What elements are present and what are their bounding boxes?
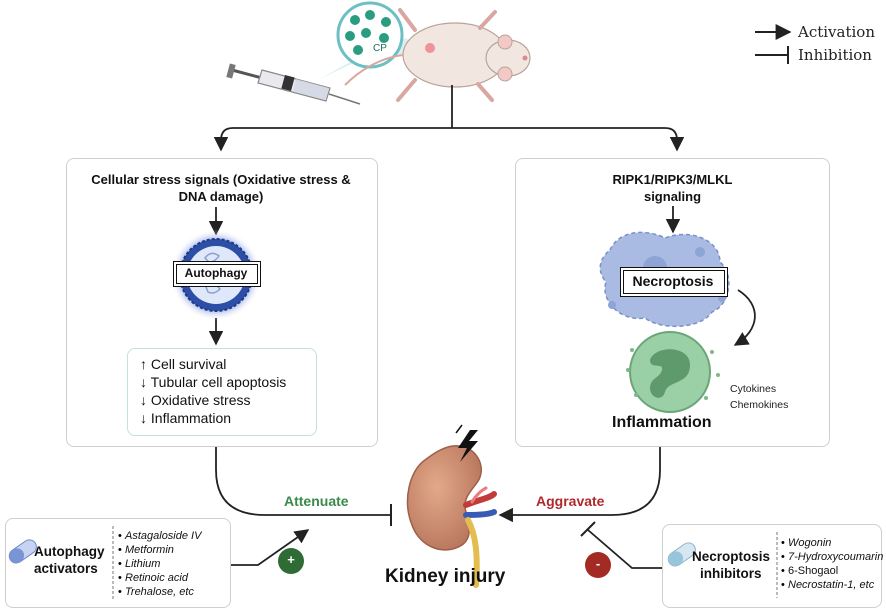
outcome-item: ↓ Tubular cell apoptosis [140,374,287,390]
cp-label: CP [373,43,387,54]
top-split-connector [213,85,685,152]
bullet: • [118,530,122,542]
legend-activation-label: Activation [798,23,875,41]
inhibitor-bar [580,521,596,537]
activator-item: Trehalose, etc [125,586,194,598]
minus-sign: - [595,556,601,571]
aggravate-activation-line [498,447,661,523]
inhibitor-item: 7-Hydroxycoumarin [788,551,884,563]
inhibitor-item: 6-Shogaol [788,565,839,577]
bullet: • [118,572,122,584]
right-panel-title-line1: RIPK1/RIPK3/MLKL [612,172,733,187]
bullet: • [781,551,785,563]
outcome-item: ↓ Inflammation [140,410,232,426]
necroptosis-label: Necroptosis [632,273,714,289]
left-panel-title-line2: DNA damage) [178,189,264,204]
inhibitor-item: Wogonin [788,537,832,549]
activator-item: Metformin [125,544,174,556]
activator-item: Retinoic acid [125,572,188,584]
inhibitor-line [587,529,662,569]
bullet: • [781,565,785,577]
activators-title-line1: Autophagy [34,544,105,559]
activators-box [5,518,231,608]
plus-sign: + [287,552,295,567]
legend-inhibition-line [755,46,789,64]
inflammation-label: Inflammation [612,414,712,431]
right-panel-title-line2: signaling [643,189,702,204]
activator-arrow [230,529,310,566]
attenuate-inhibition-line [215,447,390,516]
outcome-item: ↓ Oxidative stress [140,392,251,408]
zoom-cone [318,38,430,80]
left-panel-title-line1: Cellular stress signals (Oxidative stres… [91,172,351,187]
outcomes-box [127,348,317,436]
legend-inhibition-label: Inhibition [798,46,872,64]
lightning-icon [458,430,478,462]
syringe-icon [226,63,361,105]
bullet: • [781,537,785,549]
lightning-accent-icon [455,424,463,434]
activator-item: Astagaloside IV [125,530,202,542]
mediator-label: Cytokines [730,383,777,395]
outcome-item: ↑ Cell survival [140,356,227,372]
autophagy-label: Autophagy [184,266,248,280]
bullet: • [118,586,122,598]
bullet: • [781,579,785,591]
bullet: • [118,544,122,556]
necroptosis-label-box [623,270,725,294]
kidney-injury-label: Kidney injury [385,566,506,587]
mediator-label: Chemokines [730,399,789,411]
inhibitors-box [662,524,882,608]
inhibitor-item: Necrostatin-1, etc [788,579,875,591]
inhibitors-title-line2: inhibitors [700,566,762,581]
aggravate-label: Aggravate [536,493,605,509]
bullet: • [118,558,122,570]
attenuate-label: Attenuate [284,493,349,509]
activators-title-line2: activators [34,561,98,576]
inhibitors-title-line1: Necroptosis [692,549,771,564]
mouse-icon [344,8,531,102]
activator-item: Lithium [125,558,161,570]
kidney-icon [406,444,497,588]
autophagy-label-box [176,264,258,284]
